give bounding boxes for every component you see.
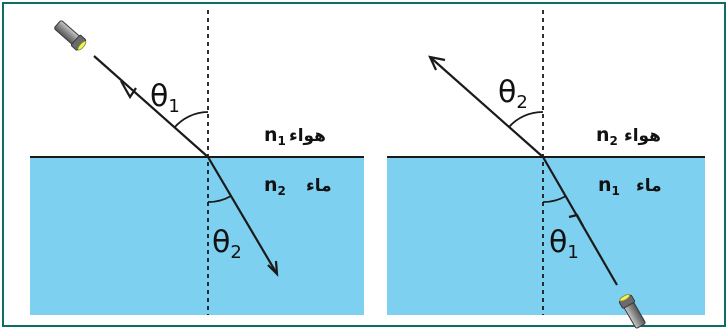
left-incident-angle-arc xyxy=(173,111,209,129)
left-water-index: n2 xyxy=(264,174,286,198)
right-panel: θ2 θ1 n2 هواء n1 ماء xyxy=(387,10,705,329)
left-refracted-angle-label: θ2 xyxy=(212,225,242,263)
left-water-label: ماء xyxy=(306,176,332,196)
left-incident-ray xyxy=(93,55,209,158)
left-air-label: هواء xyxy=(289,126,326,146)
right-water-label: ماء xyxy=(636,176,662,196)
right-refracted-ray xyxy=(429,56,544,158)
right-refracted-angle-arc xyxy=(508,111,544,128)
right-incident-arrowhead xyxy=(568,213,584,227)
right-air-label: هواء xyxy=(624,126,661,146)
left-refracted-ray xyxy=(207,156,278,275)
right-water-region xyxy=(387,157,705,315)
flashlight-icon xyxy=(54,20,87,51)
right-air-index: n2 xyxy=(596,124,618,148)
left-refracted-arrowhead xyxy=(267,260,279,277)
left-incident-angle-label: θ1 xyxy=(150,79,180,117)
right-refracted-angle-label: θ2 xyxy=(498,75,528,113)
right-refracted-arrowhead xyxy=(428,55,446,71)
right-water-index: n1 xyxy=(598,174,620,198)
left-water-region xyxy=(30,157,364,315)
left-air-index: n1 xyxy=(264,124,286,148)
left-refracted-angle-arc xyxy=(207,195,232,203)
left-incident-arrowhead xyxy=(120,80,137,100)
left-panel: θ1 θ2 n1 هواء n2 ماء xyxy=(30,10,364,315)
right-incident-angle-label: θ1 xyxy=(549,225,579,263)
flashlight-icon xyxy=(618,294,646,329)
right-incident-angle-arc xyxy=(542,195,567,203)
